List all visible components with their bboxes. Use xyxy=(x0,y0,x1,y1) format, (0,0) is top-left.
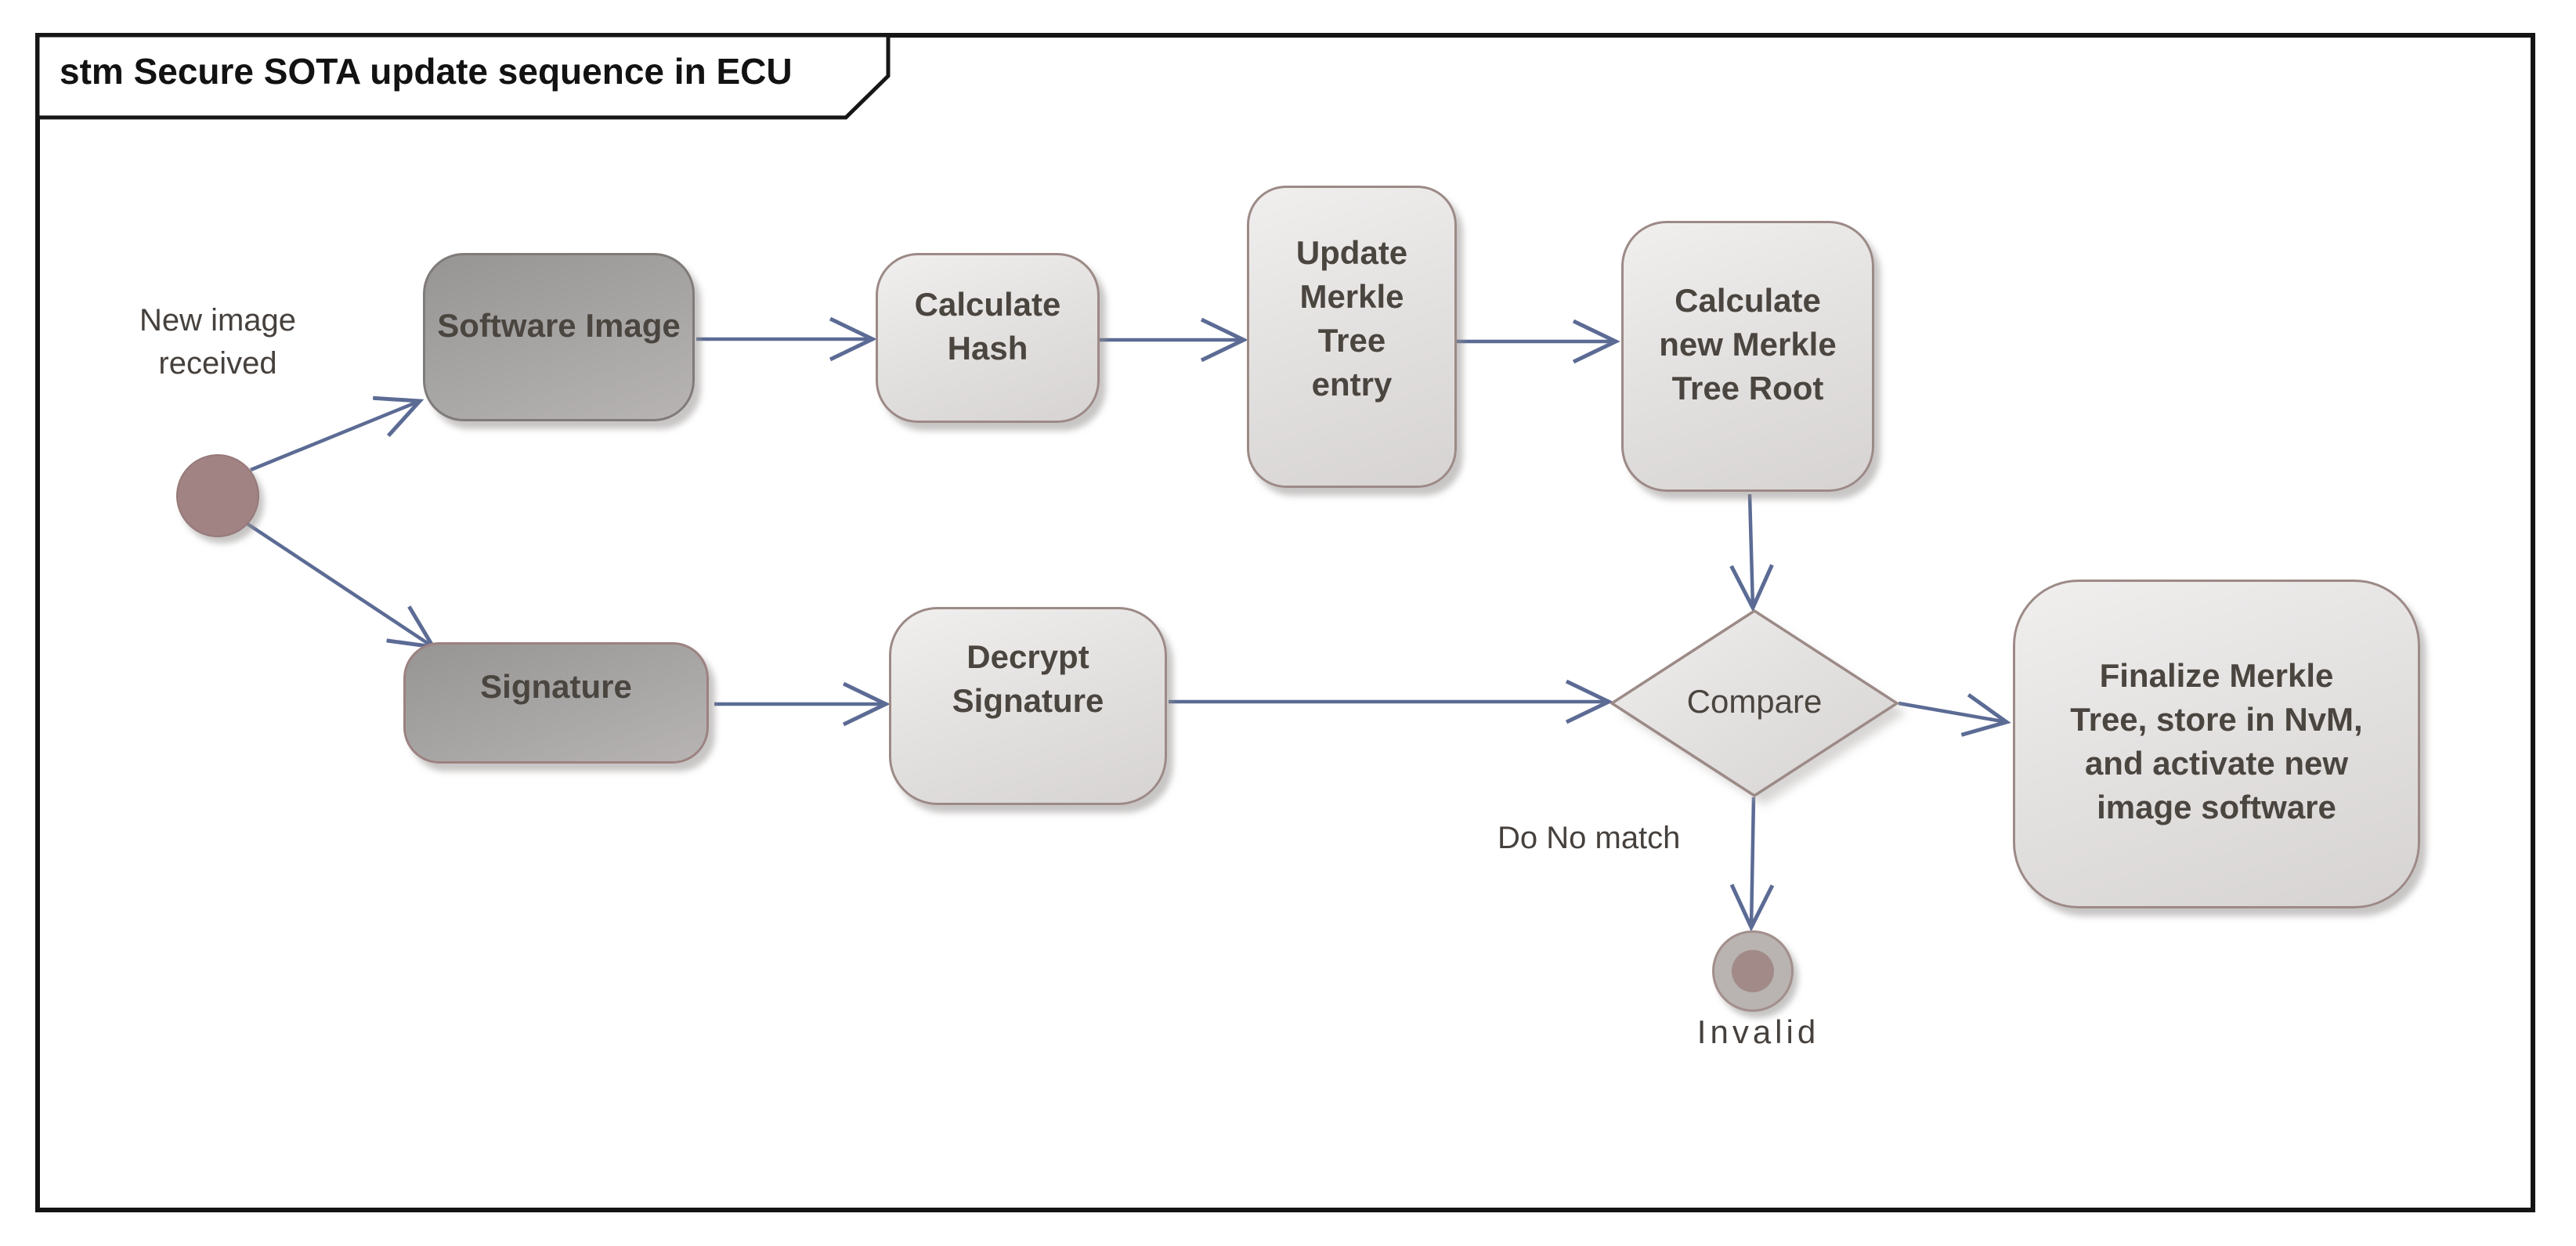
edge-initial-to-software-image[interactable] xyxy=(250,395,425,472)
edge-compare-to-final[interactable] xyxy=(1729,796,1775,932)
node-calculate-hash[interactable]: Calculate Hash xyxy=(876,253,1100,423)
node-finalize-label: Finalize Merkle Tree, store in NvM, and … xyxy=(2070,657,2363,825)
no-match-guard-label: Do No match xyxy=(1498,821,1681,855)
edge-merkle-root-to-compare[interactable] xyxy=(1729,493,1774,612)
final-state-inner-dot xyxy=(1732,950,1774,992)
node-decrypt-signature-label: Decrypt Signature xyxy=(952,637,1104,719)
edge-initial-to-signature[interactable] xyxy=(246,522,437,650)
node-finalize-merkle-tree[interactable]: Finalize Merkle Tree, store in NvM, and … xyxy=(2013,580,2420,908)
compare-diamond[interactable] xyxy=(1609,609,1900,798)
node-update-merkle-tree-entry[interactable]: Update Merkle Tree entry xyxy=(1247,186,1457,488)
node-merkle-root-label: Calculate new Merkle Tree Root xyxy=(1659,282,1837,406)
initial-state-node[interactable] xyxy=(176,454,259,537)
edges-group xyxy=(246,316,2011,932)
node-decrypt-signature[interactable]: Decrypt Signature xyxy=(889,607,1167,805)
node-software-image[interactable]: Software Image xyxy=(423,253,695,421)
diagram-frame xyxy=(35,33,2535,1212)
final-state-label: Invalid xyxy=(1696,1013,1820,1050)
compare-decision-label: Compare xyxy=(1686,683,1823,720)
node-signature-label: Signature xyxy=(480,667,632,705)
node-update-merkle-label: Update Merkle Tree entry xyxy=(1295,234,1408,403)
node-calculate-hash-label: Calculate Hash xyxy=(914,285,1061,367)
frame-tab xyxy=(35,33,891,120)
node-calculate-new-merkle-tree-root[interactable]: Calculate new Merkle Tree Root xyxy=(1621,221,1874,492)
initial-state-label: New image received xyxy=(139,303,297,381)
edge-compare-to-finalize[interactable] xyxy=(1898,693,2011,737)
node-software-image-label: Software Image xyxy=(437,306,681,344)
node-signature[interactable]: Signature xyxy=(403,642,709,764)
final-state-node[interactable] xyxy=(1712,930,1794,1012)
frame-tab-title: stm Secure SOTA update sequence in ECU xyxy=(60,51,793,92)
